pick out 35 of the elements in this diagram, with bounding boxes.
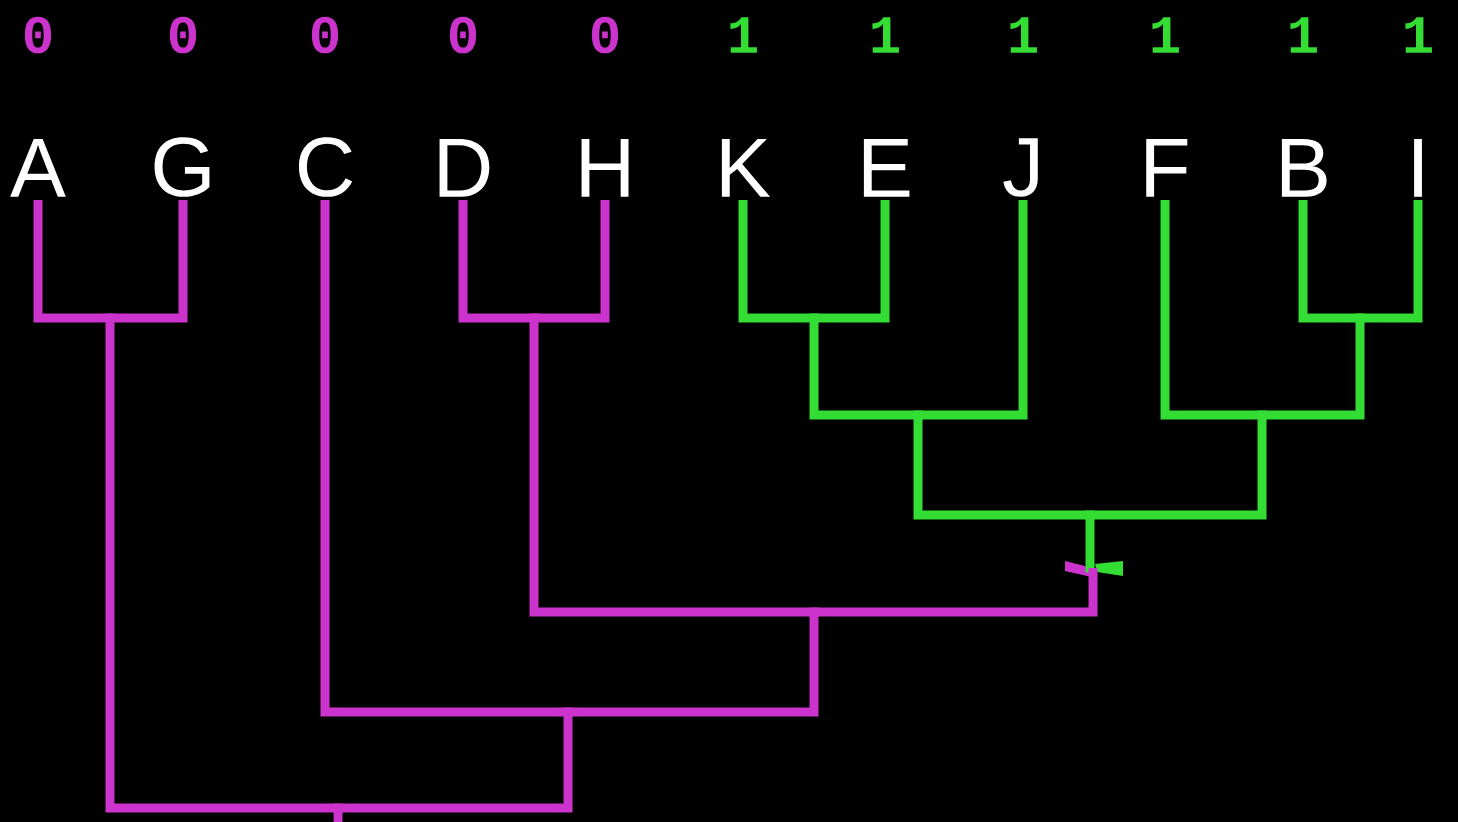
- state-label: 0: [24, 16, 52, 54]
- leaf-label: H: [581, 139, 629, 197]
- tree-branch: [814, 568, 1098, 617]
- state-label: 0: [169, 16, 197, 54]
- state-label: 0: [311, 16, 339, 54]
- tree-branch: [534, 200, 610, 323]
- tree-branch: [1360, 200, 1423, 323]
- tree-branch: [1298, 200, 1360, 323]
- leaf-label: F: [1146, 139, 1188, 197]
- state-label: 1: [1290, 17, 1317, 53]
- state-label: 1: [872, 17, 899, 53]
- tree-branch: [458, 200, 534, 323]
- leaf-label: J: [1003, 138, 1038, 197]
- tree-branch: [33, 200, 110, 323]
- state-label: 1: [1010, 17, 1037, 53]
- tree-branch: [814, 200, 890, 323]
- state-label: 1: [730, 17, 757, 53]
- leaf-label: E: [863, 139, 910, 197]
- leaf-label: G: [154, 137, 210, 197]
- leaf-label: A: [10, 139, 66, 197]
- tree-branch: [738, 200, 814, 323]
- leaf-label: K: [721, 139, 771, 197]
- transition-mark: [1065, 561, 1123, 578]
- leaf-label: B: [1281, 139, 1327, 197]
- tree-branch: [918, 200, 1028, 420]
- tree-branch: [1160, 200, 1262, 420]
- state-label: 0: [591, 16, 619, 54]
- leaf-label: C: [298, 137, 353, 197]
- leaf-label: D: [439, 139, 490, 197]
- state-label: 1: [1405, 17, 1432, 53]
- leaf-label: I: [1414, 139, 1422, 197]
- tree-branch: [320, 200, 568, 717]
- state-label: 1: [1152, 17, 1179, 53]
- state-label: 0: [449, 16, 477, 54]
- tree-branch: [110, 200, 188, 323]
